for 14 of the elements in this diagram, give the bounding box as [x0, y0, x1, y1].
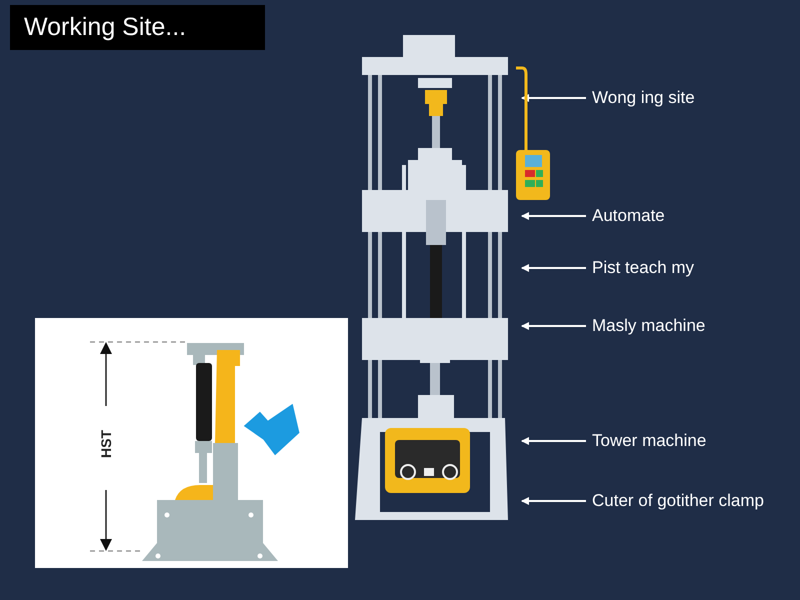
leader-arrow — [521, 212, 586, 220]
part-label: Cuter of gotither clamp — [592, 490, 765, 511]
part-label: Tower machine — [592, 430, 708, 451]
part-label: Automate — [592, 205, 666, 226]
part-label: Masly machine — [592, 315, 706, 336]
leader-arrow — [521, 497, 586, 505]
title-banner: Working Site... — [10, 5, 265, 50]
leader-arrow — [521, 264, 586, 272]
leader-arrow — [521, 94, 586, 102]
part-label: Pist teach my — [592, 257, 696, 278]
leader-arrow — [521, 437, 586, 445]
dimension-label: HST — [99, 429, 113, 459]
part-label: Wong ing site — [592, 87, 696, 108]
leader-arrow — [521, 322, 586, 330]
